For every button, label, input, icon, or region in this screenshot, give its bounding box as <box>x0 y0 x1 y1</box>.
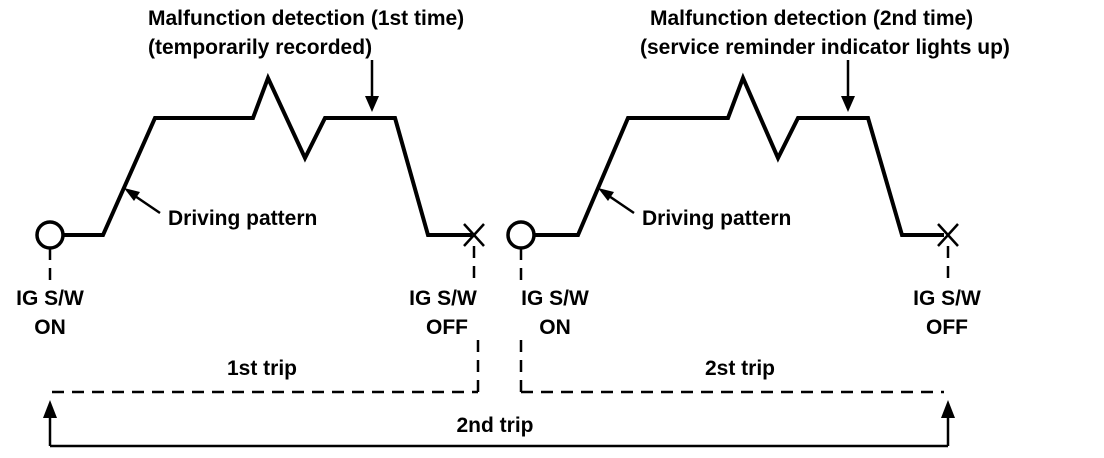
ig-off-2-label-line1: IG S/W <box>913 287 981 310</box>
ig-off-2-label-line2: OFF <box>926 316 968 339</box>
trip-1-bracket <box>52 340 480 394</box>
driving-pattern-2-pointer <box>598 188 635 215</box>
ig-on-2-label-line1: IG S/W <box>521 287 589 310</box>
ig-off-marker-1 <box>463 223 485 247</box>
ig-on-2-label-line2: ON <box>539 316 571 339</box>
ig-on-1-label-line1: IG S/W <box>16 287 84 310</box>
ig-off-1-label-line2: OFF <box>426 316 468 339</box>
trip-2-bracket <box>519 340 944 394</box>
detection-2-arrow <box>841 60 855 112</box>
ig-off-marker-2 <box>937 223 959 247</box>
driving-pattern-2-label: Driving pattern <box>642 207 791 230</box>
trip-2-label: 2st trip <box>705 357 775 380</box>
overall-right-arrowhead <box>941 400 955 418</box>
ig-on-marker-1 <box>35 220 65 250</box>
overall-left-arrowhead <box>43 400 57 418</box>
driving-pattern-1-label: Driving pattern <box>168 207 317 230</box>
detection-1-arrow <box>365 60 379 112</box>
driving-pattern-1-pointer <box>124 188 161 215</box>
detection-1-subtitle: (temporarily recorded) <box>148 36 372 59</box>
trip-1-label: 1st trip <box>227 357 297 380</box>
overall-trip-label: 2nd trip <box>457 414 534 437</box>
driving-pattern-2-line <box>534 72 944 237</box>
ig-on-1-label-line2: ON <box>34 316 66 339</box>
detection-2-title: Malfunction detection (2nd time) <box>650 7 973 30</box>
driving-pattern-1-line <box>63 72 472 237</box>
ig-on-marker-2 <box>506 220 536 250</box>
detection-2-subtitle: (service reminder indicator lights up) <box>640 36 1010 59</box>
detection-1-title: Malfunction detection (1st time) <box>148 7 464 30</box>
ig-off-1-label-line1: IG S/W <box>409 287 477 310</box>
